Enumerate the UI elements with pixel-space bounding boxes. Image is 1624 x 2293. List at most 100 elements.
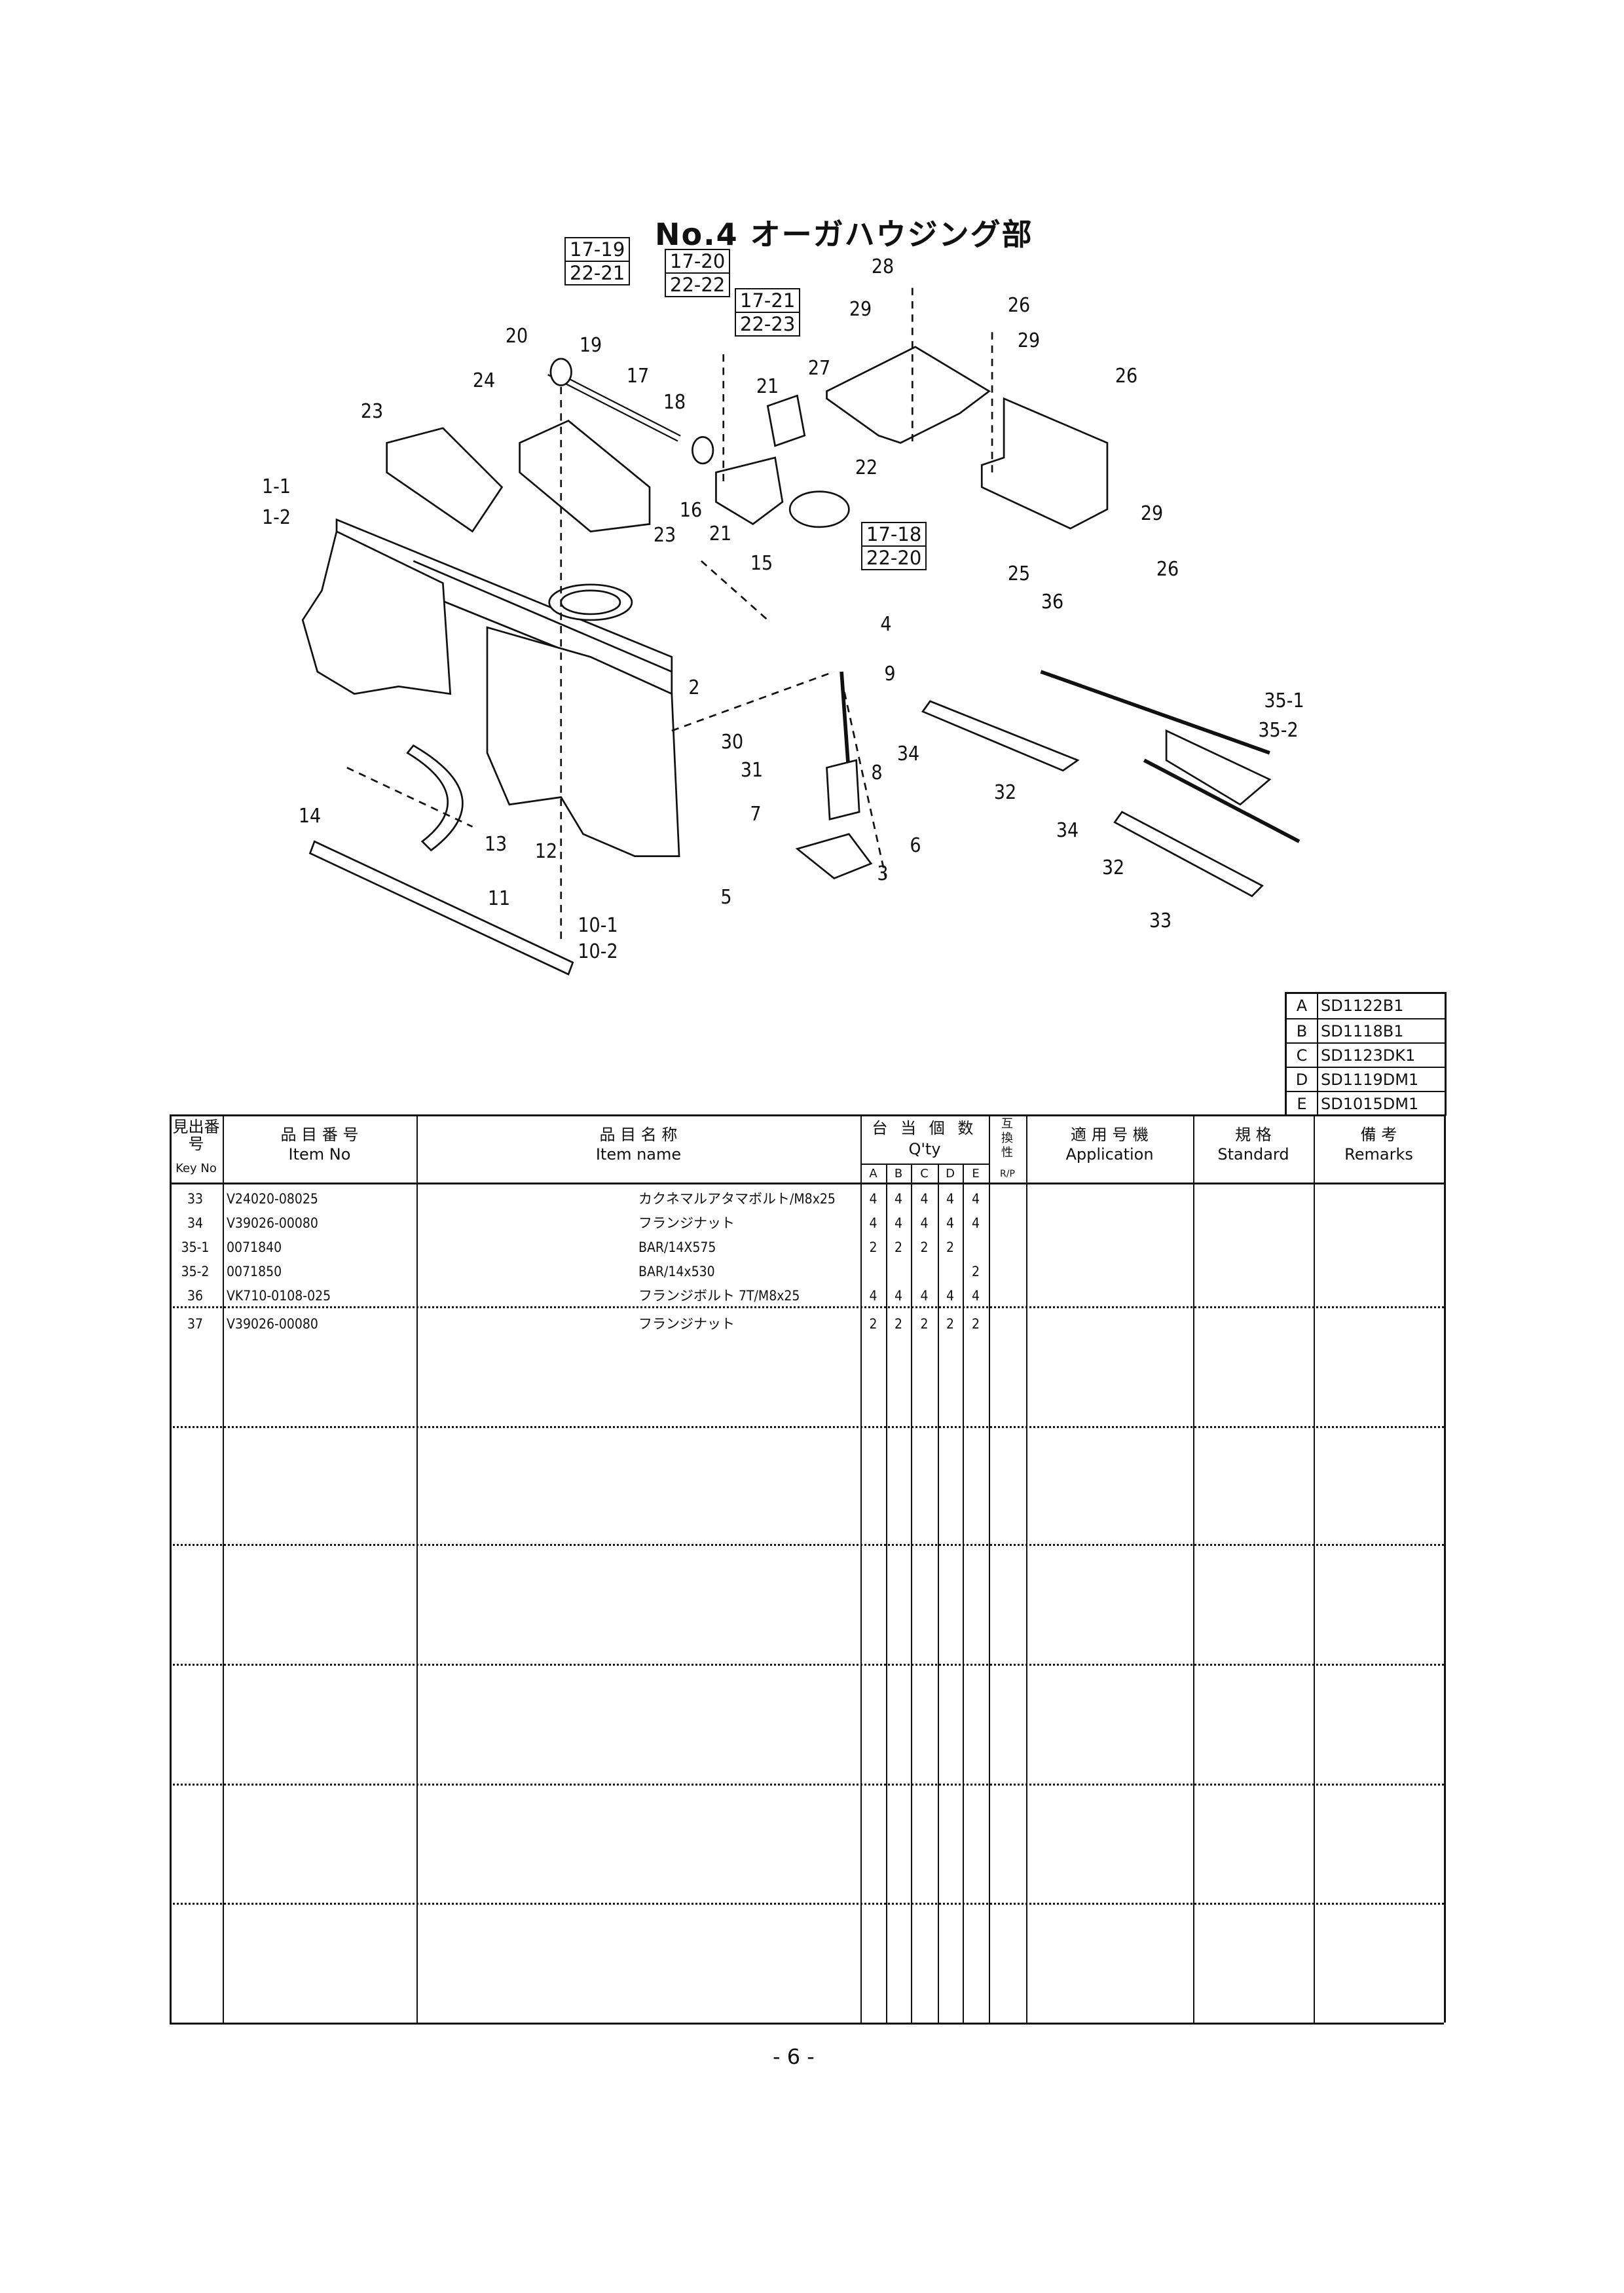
model-letter: D [1287, 1068, 1318, 1092]
callout-number: 29 [849, 298, 872, 321]
header-key-no-jp: 見出番号 [172, 1118, 220, 1153]
table-rule [170, 1426, 1444, 1428]
header-rp-en: R/P [1000, 1169, 1015, 1179]
item-no: V24020-08025 [227, 1191, 318, 1207]
table-rule [170, 1784, 1444, 1786]
boxed-callout-top: 17-20 [670, 250, 726, 272]
callout-number: 2 [688, 676, 700, 699]
qty-d: 4 [946, 1215, 955, 1231]
qty-b: 2 [894, 1239, 903, 1255]
key-no: 37 [187, 1316, 204, 1332]
model-code: SD1119DM1 [1321, 1071, 1419, 1089]
boxed-callout-bottom: 22-20 [862, 545, 926, 569]
callout-number: 6 [910, 834, 921, 857]
callout-number: 23 [360, 400, 384, 423]
header-key-no-en: Key No [175, 1162, 217, 1175]
callout-number: 23 [653, 524, 676, 547]
callout-number: 8 [871, 761, 883, 784]
item-no: VK710-0108-025 [227, 1288, 331, 1304]
model-code: SD1118B1 [1321, 1022, 1404, 1040]
auger-housing-drawing [301, 518, 680, 858]
callout-number: 26 [1115, 365, 1138, 388]
table-rule [938, 1164, 939, 2023]
bars-drawing [921, 670, 1301, 898]
qty-b: 4 [894, 1215, 903, 1231]
page-title: No.4 オーガハウジング部 [655, 217, 1033, 252]
leader-lines [346, 287, 993, 945]
table-rule [1193, 1114, 1194, 2023]
boxed-callout-bottom: 22-22 [666, 272, 729, 296]
callout-number: 14 [298, 805, 322, 828]
qty-c: 2 [920, 1239, 929, 1255]
callout-number: 1-2 [261, 506, 291, 529]
boxed-callout-bottom: 22-23 [736, 312, 800, 335]
table-rule [886, 1164, 887, 2023]
header-standard-en: Standard [1217, 1145, 1289, 1164]
table-rule [963, 1164, 964, 2023]
qty-e: 4 [971, 1215, 980, 1231]
callout-number: 5 [720, 886, 732, 909]
qty-a: 2 [869, 1239, 877, 1255]
callout-number: 10-2 [578, 940, 618, 963]
table-rule [860, 1164, 989, 1165]
callout-number: 13 [484, 833, 507, 856]
boxed-callout-top: 17-19 [570, 238, 625, 261]
qty-e: 4 [971, 1191, 980, 1207]
header-item-no-jp: 品 目 番 号 [280, 1126, 359, 1144]
callout-number: 17 [626, 365, 650, 388]
qty-d: 4 [946, 1191, 955, 1207]
skid-blade-drawing [308, 671, 873, 976]
table-rule [170, 1544, 1444, 1546]
header-qty-col-e: E [972, 1167, 980, 1181]
key-no: 33 [187, 1191, 204, 1207]
callout-number: 19 [579, 334, 602, 357]
model-code: SD1015DM1 [1321, 1095, 1419, 1113]
callout-number: 27 [807, 357, 831, 380]
model-letter: A [1287, 994, 1318, 1018]
table-rule [170, 1664, 1444, 1666]
qty-e: 2 [971, 1264, 980, 1279]
callout-number: 25 [1007, 562, 1031, 585]
callout-number: 35-1 [1264, 689, 1304, 712]
qty-c: 2 [920, 1316, 929, 1332]
callout-number: 24 [472, 369, 496, 392]
callout-number: 33 [1149, 909, 1172, 932]
qty-a: 2 [869, 1316, 877, 1332]
table-rule [170, 2023, 1444, 2025]
callout-number: 12 [534, 840, 558, 863]
header-remarks-en: Remarks [1344, 1145, 1413, 1164]
table-rule [1026, 1114, 1027, 2023]
header-application-en: Application [1065, 1145, 1154, 1164]
qty-a: 4 [869, 1191, 877, 1207]
qty-d: 4 [946, 1288, 955, 1304]
header-item-name-jp: 品 目 名 称 [599, 1126, 678, 1144]
callout-number: 31 [740, 759, 764, 782]
qty-a: 4 [869, 1215, 877, 1231]
boxed-callout-bottom: 22-21 [566, 261, 629, 284]
table-rule [170, 1306, 1444, 1308]
key-no: 35-1 [181, 1239, 210, 1255]
qty-d: 2 [946, 1239, 955, 1255]
callout-number: 21 [756, 375, 779, 398]
qty-c: 4 [920, 1288, 929, 1304]
table-rule [860, 1114, 862, 2023]
header-qty-col-c: C [920, 1167, 929, 1181]
table-rule [223, 1114, 224, 2023]
qty-b: 4 [894, 1288, 903, 1304]
callout-number: 34 [1056, 819, 1079, 842]
header-qty-jp: 台 当 個 数 [872, 1119, 978, 1137]
item-name: カクネマルアタマボルト/M8x25 [638, 1191, 836, 1207]
header-item-no-en: Item No [288, 1145, 351, 1164]
callout-number: 7 [750, 803, 762, 826]
table-rule [170, 1183, 1444, 1184]
callout-number: 10-1 [578, 914, 618, 937]
table-rule [989, 1114, 990, 2023]
callout-number: 16 [679, 499, 703, 522]
callout-number: 9 [884, 663, 896, 686]
model-letter: B [1287, 1019, 1318, 1044]
callout-number: 11 [487, 887, 511, 910]
